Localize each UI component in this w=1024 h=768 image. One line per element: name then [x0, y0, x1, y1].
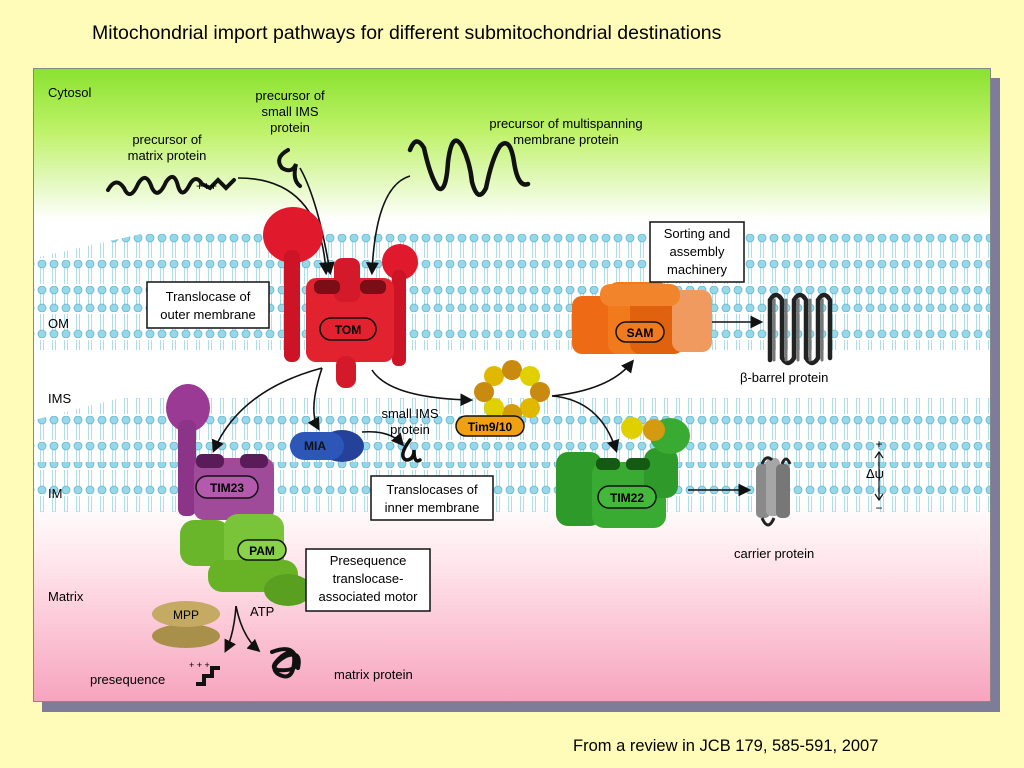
inner-box-line-1: Translocases of: [386, 482, 478, 497]
tim23-pam-complex: TIM23 PAM: [166, 384, 312, 606]
presequence-label: presequence: [90, 672, 165, 687]
sam-box-line-2: assembly: [670, 244, 725, 259]
matrix-protein-label: matrix protein: [334, 667, 413, 682]
small-ims-precursor-chain: [277, 148, 302, 188]
small-ims-protein-label-1: small IMS: [381, 406, 438, 421]
sam-callout-box: Sorting and assembly machinery: [649, 221, 745, 283]
atp-label: ATP: [250, 604, 274, 619]
tim910-complex: Tim9/10: [455, 360, 550, 437]
pam-box-line-3: associated motor: [319, 589, 419, 604]
cytosol-label: Cytosol: [48, 85, 91, 100]
ims-precursor-label-2: small IMS: [261, 104, 318, 119]
ims-precursor-label-1: precursor of: [255, 88, 325, 103]
matrix-precursor-label-1: precursor of: [132, 132, 202, 147]
carrier-label: carrier protein: [734, 546, 814, 561]
ims-precursor-label-3: protein: [270, 120, 310, 135]
matrix-label: Matrix: [48, 589, 84, 604]
inner-translocases-callout-box: Translocases of inner membrane: [370, 475, 494, 521]
sam-box-line-3: machinery: [667, 262, 727, 277]
matrix-precursor-chain: [106, 174, 236, 196]
tom-label: TOM: [335, 323, 361, 337]
sam-box-line-1: Sorting and: [664, 226, 731, 241]
pam-callout-box: Presequence translocase- associated moto…: [305, 548, 431, 612]
carrier-protein: [756, 456, 792, 527]
multispan-precursor-label-1: precursor of multispanning: [489, 116, 642, 131]
multispan-precursor-chain: [407, 138, 531, 197]
tom-box-line-1: Translocase of: [166, 289, 251, 304]
multispan-precursor-label-2: membrane protein: [513, 132, 619, 147]
pam-label: PAM: [249, 544, 275, 558]
tim22-label: TIM22: [610, 491, 644, 505]
ims-label: IMS: [48, 391, 71, 406]
tim22-complex: TIM22: [556, 417, 690, 528]
pathway-arrows: [211, 167, 764, 653]
pam-box-line-1: Presequence: [330, 553, 407, 568]
sam-complex: SAM: [572, 282, 712, 354]
mia-label: MIA: [304, 439, 326, 453]
tom-box-line-2: outer membrane: [160, 307, 255, 322]
inner-box-line-2: inner membrane: [385, 500, 480, 515]
matrix-precursor-label-2: matrix protein: [128, 148, 207, 163]
mpp-complex: MPP: [152, 601, 220, 648]
pam-box-line-2: translocase-: [333, 571, 404, 586]
membrane-potential-indicator: + Δψ −: [866, 437, 884, 515]
slide-title: Mitochondrial import pathways for differ…: [92, 22, 722, 44]
source-citation: From a review in JCB 179, 585-591, 2007: [573, 737, 879, 755]
small-ims-protein-shape: [401, 438, 422, 463]
beta-barrel-protein: [767, 292, 833, 366]
plus-charges: +++: [196, 179, 217, 193]
plus-sign: +: [875, 437, 882, 451]
om-label: OM: [48, 316, 69, 331]
tim23-label: TIM23: [210, 481, 244, 495]
tom-callout-box: Translocase of outer membrane: [146, 281, 270, 329]
delta-psi-label: Δψ: [866, 466, 884, 481]
sam-label: SAM: [627, 326, 654, 340]
matrix-protein-shape: [270, 647, 301, 679]
small-ims-protein-label-2: protein: [390, 422, 430, 437]
minus-sign: −: [875, 501, 882, 515]
mpp-label: MPP: [173, 608, 199, 622]
tim910-label: Tim9/10: [468, 420, 513, 434]
im-label: IM: [48, 486, 62, 501]
presequence-shape: [196, 666, 220, 686]
mia-complex: MIA: [290, 430, 364, 462]
beta-barrel-label: β-barrel protein: [740, 370, 828, 385]
tom-complex: TOM: [263, 207, 418, 388]
presequence-charges: + + +: [189, 660, 210, 670]
